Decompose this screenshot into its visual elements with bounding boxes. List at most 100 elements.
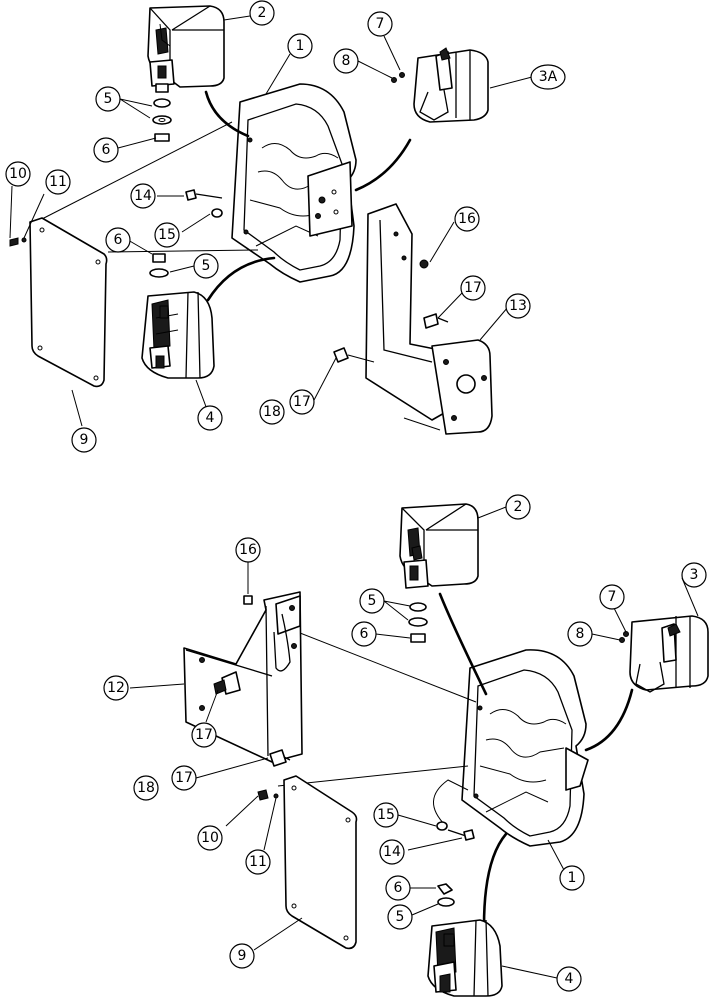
- callout-label: 6: [394, 880, 403, 896]
- lamp-4-bottom: [427, 883, 503, 997]
- callout-17b-top: 17: [289, 389, 315, 415]
- callout-8-top: 8: [333, 48, 359, 74]
- callout-7-bottom: 7: [599, 584, 625, 610]
- callout-17-bottom: 17: [191, 722, 217, 748]
- callout-label: 5: [396, 909, 405, 925]
- top-washers: [152, 98, 172, 142]
- callout-5-top: 5: [95, 86, 121, 112]
- callout-9-top: 9: [71, 427, 97, 453]
- callout-label: 12: [107, 680, 125, 696]
- callout-label: 10: [201, 830, 219, 846]
- callout-16-bottom: 16: [235, 537, 261, 563]
- callout-label: 18: [263, 404, 281, 420]
- callout-11-top: 11: [45, 169, 71, 195]
- callout-label: 7: [608, 589, 617, 605]
- gasket-9-bottom: [283, 775, 358, 950]
- lamp-2-top: [147, 5, 225, 93]
- callout-2-bottom: 2: [505, 494, 531, 520]
- callout-18-top: 18: [259, 399, 285, 425]
- callout-label: 5: [368, 593, 377, 609]
- callout-4-bottom: 4: [556, 966, 582, 992]
- callout-3: 3: [681, 562, 707, 588]
- callout-label: 18: [137, 780, 155, 796]
- lamp-3: [619, 615, 709, 693]
- callout-label: 16: [239, 542, 257, 558]
- callout-label: 17: [293, 394, 311, 410]
- callout-9-bottom: 9: [229, 943, 255, 969]
- top-assembly: 1 2 5 6 7 8 3A 10 11 14 15 6 5 4 9 16 17…: [5, 0, 566, 453]
- callout-label: 1: [568, 870, 577, 886]
- callout-label: 2: [514, 499, 523, 515]
- bottom-washers-upper: [408, 602, 428, 643]
- callout-6-bottom: 6: [351, 621, 377, 647]
- callout-label: 6: [114, 232, 123, 248]
- callout-5b-bottom: 5: [387, 904, 413, 930]
- callout-label: 15: [158, 227, 176, 243]
- housing-1-bottom: [461, 649, 589, 847]
- gasket-9-top: [9, 217, 108, 388]
- callout-5b-top: 5: [193, 253, 219, 279]
- bolt-14-bottom: [436, 821, 475, 841]
- callout-label: 4: [206, 410, 215, 426]
- callout-18-bottom: 18: [133, 775, 159, 801]
- callout-12: 12: [103, 675, 129, 701]
- callout-5-bottom: 5: [359, 588, 385, 614]
- callout-14-top: 14: [130, 183, 156, 209]
- callout-label: 13: [509, 298, 527, 314]
- callout-3A: 3A: [530, 64, 566, 90]
- callout-label: 17: [175, 770, 193, 786]
- top-leaders: [9, 15, 533, 427]
- callout-4-top: 4: [197, 405, 223, 431]
- callout-label: 8: [342, 53, 351, 69]
- callout-label: 6: [102, 142, 111, 158]
- bolt-18-bottom: [257, 749, 291, 801]
- callout-label: 2: [258, 5, 267, 21]
- bracket-12: [183, 591, 303, 763]
- callout-label: 9: [238, 948, 247, 964]
- callout-15-bottom: 15: [373, 802, 399, 828]
- callout-6b-top: 6: [105, 227, 131, 253]
- bracket-13: [333, 203, 493, 435]
- callout-8-bottom: 8: [567, 621, 593, 647]
- callout-label: 14: [134, 188, 152, 204]
- callout-label: 8: [576, 626, 585, 642]
- callout-11-bottom: 11: [245, 849, 271, 875]
- lamp-3A: [391, 47, 489, 123]
- callout-label: 3: [690, 567, 699, 583]
- callout-label: 11: [249, 854, 267, 870]
- callout-2-top: 2: [249, 0, 275, 26]
- bolt-14-top: [185, 189, 223, 218]
- callout-10-bottom: 10: [197, 825, 223, 851]
- callout-label: 7: [376, 16, 385, 32]
- callout-17b-bottom: 17: [171, 765, 197, 791]
- housing-1-top: [231, 83, 357, 283]
- bottom-leaders: [129, 506, 699, 979]
- bottom-assembly: 2 5 6 7 8 3 16 12 17 17 18 10 11 15 14 1…: [103, 494, 709, 997]
- callout-label: 17: [464, 280, 482, 296]
- callout-16-top: 16: [454, 206, 480, 232]
- callout-1-bottom: 1: [559, 865, 585, 891]
- callout-label: 4: [565, 971, 574, 987]
- callout-label: 10: [9, 166, 27, 182]
- callout-label: 9: [80, 432, 89, 448]
- callout-10-top: 10: [5, 161, 31, 187]
- lamp-4-top: [141, 253, 215, 379]
- lamp-2-bottom: [399, 503, 479, 589]
- callout-label: 6: [360, 626, 369, 642]
- callout-label: 14: [383, 844, 401, 860]
- callout-label: 5: [202, 258, 211, 274]
- callout-13: 13: [505, 293, 531, 319]
- callout-label: 15: [377, 807, 395, 823]
- callout-label: 11: [49, 174, 67, 190]
- callout-1-top: 1: [287, 33, 313, 59]
- callout-label: 16: [458, 211, 476, 227]
- callout-6b-bottom: 6: [385, 875, 411, 901]
- callout-label: 5: [104, 91, 113, 107]
- callout-17-top: 17: [460, 275, 486, 301]
- callout-6-top: 6: [93, 137, 119, 163]
- callout-7-top: 7: [367, 11, 393, 37]
- callout-label: 1: [296, 38, 305, 54]
- callout-label: 3A: [539, 69, 558, 85]
- callout-label: 17: [195, 727, 213, 743]
